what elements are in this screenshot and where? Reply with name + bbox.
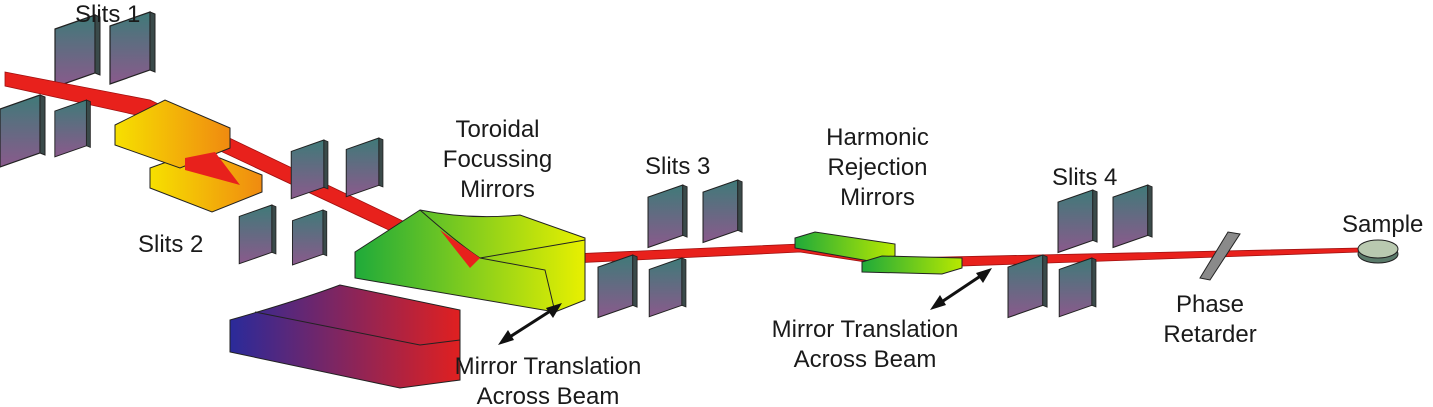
label-line: Mirror Translation (454, 353, 642, 380)
label-line: Retarder (1163, 321, 1257, 348)
translation-arrow-2 (930, 268, 992, 310)
label-line: Rejection (827, 154, 928, 181)
toroidal-focussing-mirror (354, 209, 586, 313)
label-line: Mirrors (460, 176, 535, 203)
label-line: Across Beam (476, 383, 620, 407)
label-line: Across Beam (793, 346, 937, 373)
label-harmonic: Harmonic Rejection Mirrors (810, 123, 945, 213)
slits-4 (1007, 184, 1153, 319)
toroidal-mirror-lower (229, 284, 461, 389)
sample (1357, 239, 1399, 264)
label-line: Mirror Translation (771, 316, 959, 343)
label-line: Focussing (442, 146, 553, 173)
label-slits-1: Slits 1 (75, 1, 141, 28)
label-line: Harmonic (826, 124, 929, 151)
label-phase-retarder: Phase Retarder (1150, 290, 1270, 350)
label-toroidal: Toroidal Focussing Mirrors (430, 115, 565, 205)
translation-arrow-1 (498, 303, 562, 345)
label-sample: Sample (1342, 211, 1424, 238)
label-slits-4: Slits 4 (1052, 164, 1118, 191)
slits-1-front (0, 94, 91, 168)
label-line: Phase (1175, 291, 1245, 318)
label-translation-2: Mirror Translation Across Beam (755, 315, 975, 375)
harmonic-rejection-mirrors (794, 231, 963, 275)
yellow-mirror-blocks (114, 99, 263, 213)
label-line: Mirrors (840, 184, 915, 211)
label-slits-2: Slits 2 (138, 231, 204, 258)
label-line: Toroidal (455, 116, 540, 143)
label-slits-3: Slits 3 (645, 153, 711, 180)
phase-retarder (1199, 231, 1241, 281)
label-translation-1: Mirror Translation Across Beam (438, 352, 658, 407)
